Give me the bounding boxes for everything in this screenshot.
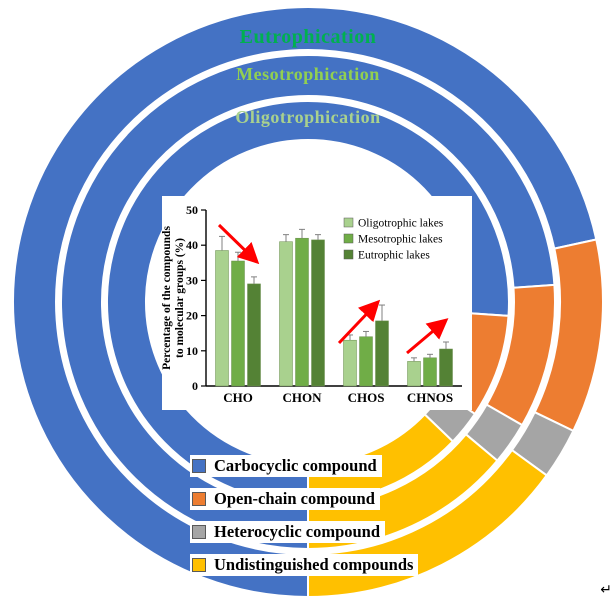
bar-CHON-oligotrophic	[279, 241, 293, 387]
y-axis-title: Percentage of the compounds	[161, 226, 173, 370]
donut-ring-oligotrophication-segment-0	[105, 100, 510, 505]
legend-item-open-chain: Open-chain compound	[190, 488, 380, 510]
carbocyclic-swatch-icon	[192, 459, 206, 473]
category-label-CHNOS: CHNOS	[407, 390, 453, 405]
y-tick-label: 20	[186, 309, 198, 323]
bar-CHON-eutrophic	[311, 239, 325, 387]
trend-arrow-CHNOS	[406, 318, 449, 355]
bar-CHNOS-eutrophic	[439, 348, 453, 387]
bar-legend-label-1: Mesotrophic lakes	[358, 234, 443, 246]
donut-ring-eutrophication-segment-0	[12, 6, 598, 599]
y-tick-label: 0	[192, 379, 198, 393]
ring-label-eutrophication: Eutrophication	[239, 26, 377, 48]
ring-label-oligotrophication: Oligotrophication	[235, 107, 381, 127]
legend-label-carbocyclic: Carbocyclic compound	[214, 456, 377, 475]
category-label-CHO: CHO	[223, 390, 253, 405]
bar-CHO-oligotrophic	[215, 250, 229, 387]
bar-CHO-mesotrophic	[231, 260, 245, 387]
open-chain-swatch-icon	[192, 492, 206, 506]
return-mark: ↵	[600, 583, 612, 598]
y-axis-title: to molecular groups (%)	[174, 238, 186, 358]
trend-arrow-CHOS	[337, 299, 381, 345]
legend-item-heterocyclic: Heterocyclic compound	[190, 521, 386, 543]
legend-item-undistinguished: Undistinguished compounds	[190, 554, 419, 576]
category-label-CHOS: CHOS	[348, 390, 385, 405]
bar-CHOS-eutrophic	[375, 320, 389, 387]
ring-label-mesotrophication: Mesotrophication	[236, 64, 380, 84]
bar-CHON-mesotrophic	[295, 237, 309, 387]
y-tick-label: 50	[186, 203, 198, 217]
legend-item-carbocyclic: Carbocyclic compound	[190, 455, 382, 477]
legend-label-open-chain: Open-chain compound	[214, 489, 375, 508]
bar-CHOS-oligotrophic	[343, 339, 357, 387]
donut-legend: Carbocyclic compound Open-chain compound…	[190, 455, 419, 587]
bar-legend-label-0: Oligotrophic lakes	[358, 218, 444, 230]
bar-legend-label-2: Eutrophic lakes	[358, 250, 430, 262]
undistinguished-swatch-icon	[192, 558, 206, 572]
bar-legend-swatch-icon-2	[343, 249, 354, 260]
legend-label-heterocyclic: Heterocyclic compound	[214, 522, 381, 541]
heterocyclic-swatch-icon	[192, 525, 206, 539]
category-label-CHON: CHON	[283, 390, 323, 405]
bar-legend-swatch-icon-1	[343, 233, 354, 244]
y-tick-label: 40	[186, 238, 198, 252]
bar-CHNOS-mesotrophic	[423, 357, 437, 387]
bar-legend-swatch-icon-0	[343, 217, 354, 228]
legend-label-undistinguished: Undistinguished compounds	[214, 555, 414, 574]
y-tick-label: 30	[186, 273, 198, 287]
bar-CHOS-mesotrophic	[359, 336, 373, 387]
trend-arrow-CHO	[217, 223, 260, 265]
bar-CHNOS-oligotrophic	[407, 361, 421, 387]
y-tick-label: 10	[186, 344, 198, 358]
donut-ring-mesotrophication-segment-0	[60, 54, 556, 551]
bar-CHO-eutrophic	[247, 283, 261, 387]
